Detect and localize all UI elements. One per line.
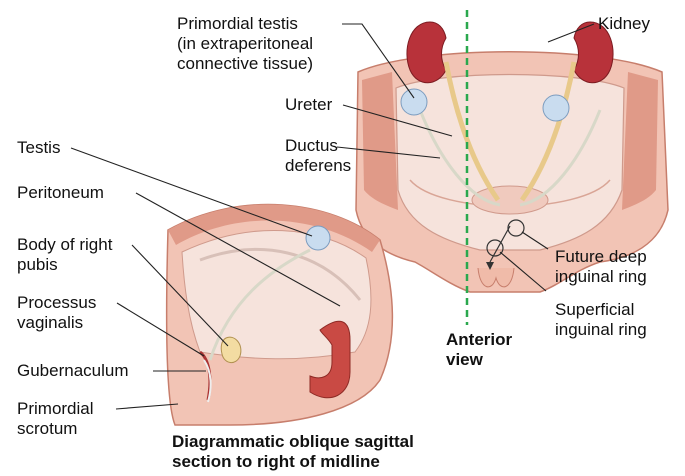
- label-processus-vaginalis: Processus vaginalis: [17, 293, 96, 333]
- label-gubernaculum: Gubernaculum: [17, 361, 129, 381]
- label-superficial-inguinal-ring: Superficial inguinal ring: [555, 300, 647, 340]
- peritoneal-cavity-anterior: [396, 75, 624, 251]
- label-body-of-right-pubis: Body of right pubis: [17, 235, 112, 275]
- kidney-left: [407, 22, 446, 83]
- figure-caption: Diagrammatic oblique sagittal section to…: [172, 432, 414, 472]
- label-ureter: Ureter: [285, 95, 332, 115]
- abdominal-muscle-right: [622, 72, 658, 210]
- primordial-testis-left: [401, 89, 427, 115]
- label-primordial-testis: Primordial testis (in extraperitoneal co…: [177, 14, 313, 74]
- sagittal-section-drawing: [167, 205, 393, 425]
- label-anterior-view: Anterior view: [446, 330, 512, 370]
- label-primordial-scrotum: Primordial scrotum: [17, 399, 94, 439]
- leader-scrotum: [116, 404, 178, 409]
- label-testis: Testis: [17, 138, 60, 158]
- label-peritoneum: Peritoneum: [17, 183, 104, 203]
- testis-section: [306, 226, 330, 250]
- primordial-testis-right: [543, 95, 569, 121]
- label-future-deep-inguinal-ring: Future deep inguinal ring: [555, 247, 647, 287]
- abdominal-muscle-left: [362, 72, 398, 210]
- label-ductus-deferens: Ductus deferens: [285, 136, 351, 176]
- label-kidney: Kidney: [598, 14, 650, 34]
- pubis-bone: [221, 337, 241, 362]
